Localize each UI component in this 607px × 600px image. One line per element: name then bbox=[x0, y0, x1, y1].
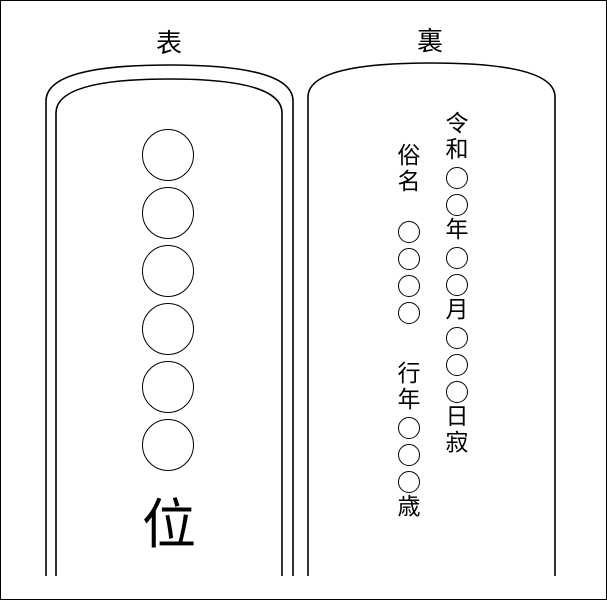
date-year-circle-1 bbox=[446, 167, 468, 189]
date-year-circle-2 bbox=[446, 194, 468, 216]
zokumyo-circle-1 bbox=[398, 221, 420, 243]
front-name-circle-6 bbox=[142, 419, 194, 471]
date-month-circle-1 bbox=[446, 247, 468, 269]
date-day-circle-3 bbox=[446, 381, 468, 403]
front-name-circle-4 bbox=[142, 303, 194, 355]
age-column: 行 年 歳 bbox=[392, 363, 426, 522]
front-label: 表 bbox=[155, 29, 182, 59]
front-name-circle-3 bbox=[142, 245, 194, 297]
front-rank-suffix: 位 bbox=[142, 493, 196, 556]
front-name-placeholders bbox=[139, 129, 197, 477]
front-tablet-outer bbox=[45, 64, 294, 576]
date-day-char: 日 bbox=[445, 404, 469, 430]
date-day-circle-2 bbox=[446, 354, 468, 376]
age-circle-3 bbox=[398, 471, 420, 493]
back-label: 裏 bbox=[416, 27, 443, 57]
zokumyo-circle-3 bbox=[398, 275, 420, 297]
front-name-circle-2 bbox=[142, 187, 194, 239]
front-name-circle-1 bbox=[142, 129, 194, 181]
age-nen-char: 年 bbox=[397, 387, 421, 413]
zokumyo-label-1: 俗 bbox=[397, 143, 421, 169]
zokumyo-column: 俗 名 bbox=[392, 145, 426, 327]
date-day-circle-1 bbox=[446, 327, 468, 349]
date-reiwa-1: 令 bbox=[445, 111, 469, 137]
zokumyo-circle-2 bbox=[398, 248, 420, 270]
zokumyo-circle-4 bbox=[398, 302, 420, 324]
date-month-char: 月 bbox=[445, 297, 469, 323]
front-tablet-inner bbox=[55, 78, 283, 576]
age-circle-2 bbox=[398, 444, 420, 466]
date-reiwa-2: 和 bbox=[445, 137, 469, 163]
front-name-circle-5 bbox=[142, 361, 194, 413]
age-gyo-char: 行 bbox=[397, 361, 421, 387]
date-year-char: 年 bbox=[445, 217, 469, 243]
age-sai-char: 歳 bbox=[397, 494, 421, 520]
zokumyo-label-2: 名 bbox=[397, 169, 421, 195]
date-column: 令 和 年 月 日 寂 bbox=[440, 113, 474, 458]
back-tablet-outer bbox=[307, 62, 556, 576]
date-month-circle-2 bbox=[446, 274, 468, 296]
date-jaku-char: 寂 bbox=[445, 430, 469, 456]
age-circle-1 bbox=[398, 417, 420, 439]
